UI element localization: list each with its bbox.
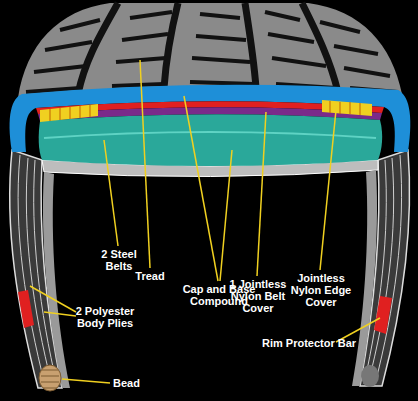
part-label: Bead [113,377,163,389]
edge-cover-marks [50,101,360,121]
rim-protector-left [18,290,34,328]
leader-line [62,379,110,383]
ply-line [18,155,45,385]
leader-line [44,312,76,316]
body-ply-lines [18,155,401,385]
sipe [190,14,254,84]
rim-protector-right [374,296,392,334]
leader-line [257,112,266,276]
bead-wires [41,370,59,388]
leader-line [104,140,118,246]
ply-line [375,155,402,384]
edge-cover-left [40,104,98,122]
leader-line [320,110,336,270]
part-label: Tread [130,270,170,282]
leader-line [184,96,218,281]
mark [50,105,90,121]
groove [302,3,338,92]
sipe [112,12,172,86]
sipe [26,20,100,92]
part-label: 2 Steel Belts [92,248,146,272]
part-label: Jointless Nylon Edge Cover [290,272,352,308]
leader-line [30,286,76,312]
mark [330,101,360,115]
inner-liner-right [352,170,377,386]
groove [245,3,256,88]
inner-liner-left [43,172,70,388]
part-label: 2 Polyester Body Plies [70,305,140,329]
part-label: 1 Jointless Nylon Belt Cover [226,278,290,314]
belt-line [44,132,376,138]
tread-grooves [26,3,398,94]
tread-surface [18,3,402,98]
sipe [320,22,398,92]
bead-right [361,365,379,387]
leader-lines [30,60,380,383]
leader-line [140,60,150,268]
groove [78,3,118,94]
bead-bundle [39,365,61,391]
part-label: Rim Protector Bar [262,337,382,349]
leader-line [220,150,232,281]
groove [164,3,178,88]
edge-cover-right [322,100,372,116]
